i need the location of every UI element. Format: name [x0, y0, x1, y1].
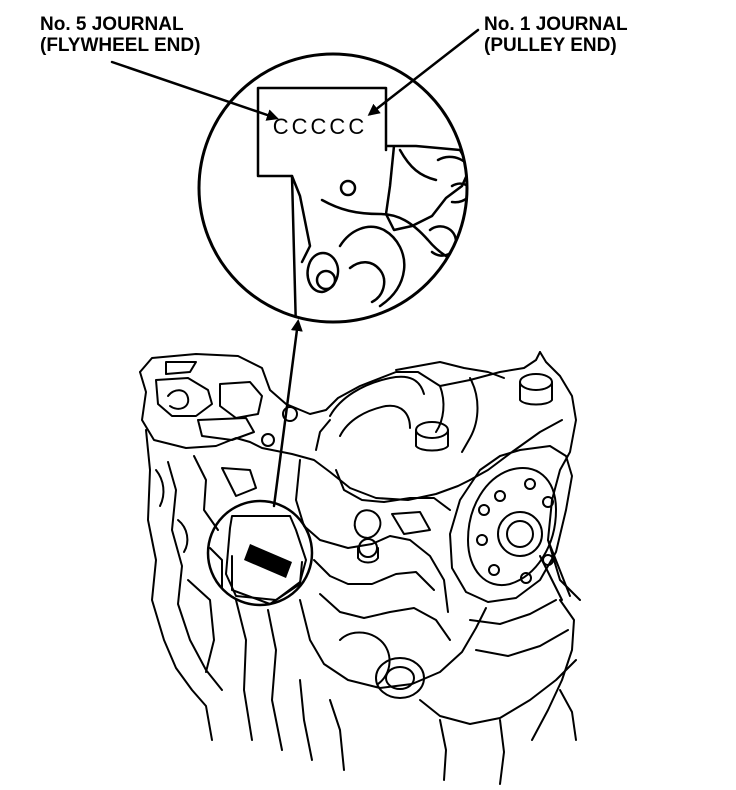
leader-line-no1	[367, 28, 480, 116]
stamp-location	[206, 499, 314, 607]
magnify-arrow	[272, 319, 303, 508]
engine-block	[139, 351, 581, 785]
label-no5-line1: No. 5 JOURNAL	[40, 14, 184, 35]
zoom-detail: CCCCC	[197, 52, 469, 324]
zoom-circle	[197, 52, 469, 324]
label-no5-journal: No. 5 JOURNAL (FLYWHEEL END)	[40, 14, 200, 56]
stamp-code: CCCCC	[273, 114, 367, 139]
stamp-location-circle	[206, 499, 314, 607]
leader-lines	[110, 28, 480, 121]
stamp-pad	[256, 86, 467, 264]
label-no5-line2: (FLYWHEEL END)	[40, 35, 201, 56]
label-no1-journal: No. 1 JOURNAL (PULLEY END)	[484, 14, 628, 56]
label-no1-line1: No. 1 JOURNAL	[484, 14, 628, 35]
label-no1-line2: (PULLEY END)	[484, 35, 617, 56]
stamp-bar	[244, 544, 292, 578]
leader-line-no5	[110, 60, 279, 121]
